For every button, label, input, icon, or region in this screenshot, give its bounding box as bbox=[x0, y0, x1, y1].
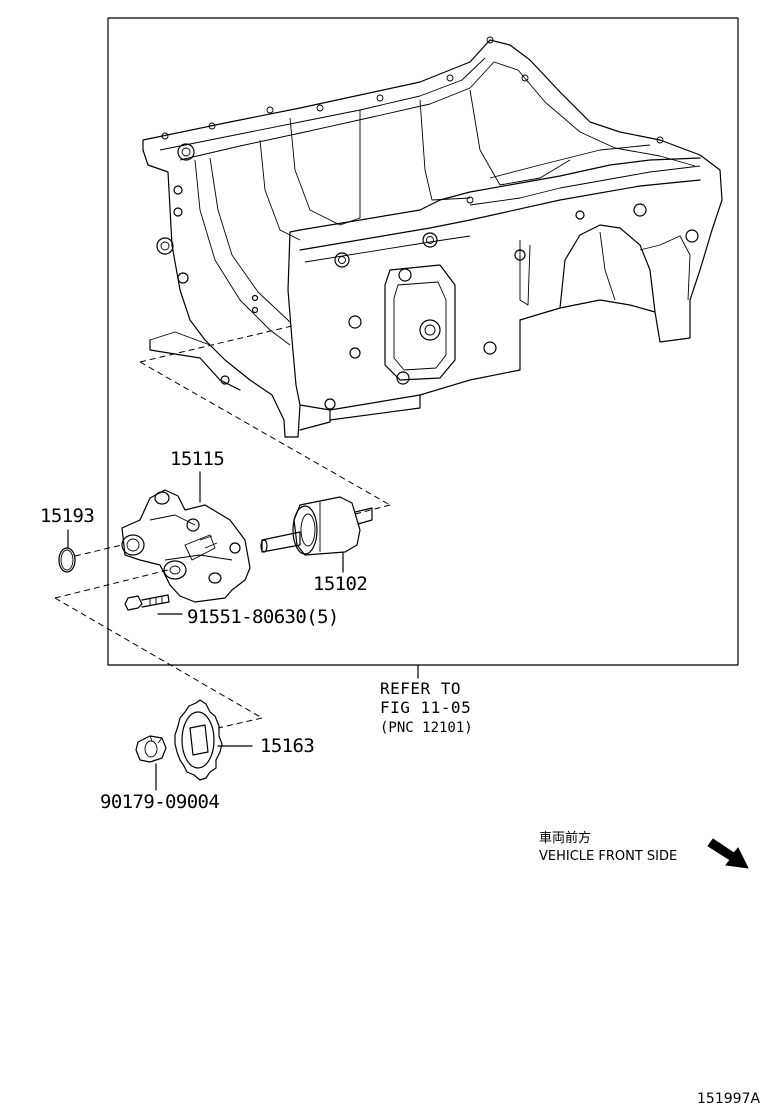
orientation-japanese: 車両前方 bbox=[539, 831, 592, 846]
reference-line-1: REFER TO bbox=[380, 679, 462, 698]
crankcase-housing bbox=[142, 36, 723, 438]
sprocket-guide-line bbox=[54, 569, 169, 599]
part-number-90179: 90179-09004 bbox=[100, 791, 220, 813]
part-number-15163: 15163 bbox=[260, 735, 315, 757]
part-number-15115: 15115 bbox=[170, 448, 225, 470]
sprocket-guide-line bbox=[217, 717, 263, 729]
o-ring bbox=[58, 547, 76, 573]
oil-pump-body bbox=[121, 489, 251, 603]
arrow-down-right-icon bbox=[707, 838, 749, 869]
reference-line-2: FIG 11-05 bbox=[380, 698, 472, 717]
bolt bbox=[124, 594, 170, 611]
oil-pump-sprocket bbox=[174, 699, 223, 781]
assembly-frame bbox=[107, 17, 739, 666]
mount-guide-line bbox=[139, 361, 391, 506]
part-number-15102: 15102 bbox=[313, 573, 368, 595]
mount-guide-line bbox=[354, 504, 391, 515]
mount-guide-line bbox=[139, 325, 293, 363]
nut bbox=[135, 735, 167, 763]
part-number-15193: 15193 bbox=[40, 505, 95, 527]
oil-pump-rotor bbox=[260, 496, 373, 556]
diagram-id: 151997A bbox=[697, 1091, 760, 1107]
part-number-91551: 91551-80630(5) bbox=[187, 606, 339, 628]
reference-line-3: (PNC 12101) bbox=[380, 720, 473, 736]
orientation-english: VEHICLE FRONT SIDE bbox=[539, 849, 678, 864]
